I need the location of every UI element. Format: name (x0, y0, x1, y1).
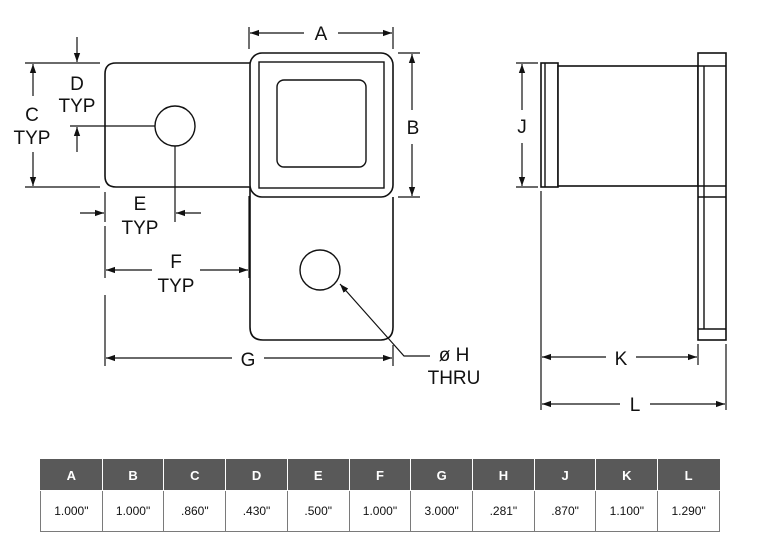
dimension-table: A B C D E F G H J K L 1.000" 1.000" .860… (40, 459, 720, 532)
value-d: .430" (225, 490, 288, 532)
dimension-table-header-row: A B C D E F G H J K L (40, 459, 720, 491)
dim-c-typ-label: TYP (14, 128, 51, 149)
dim-g-label: G (241, 350, 256, 371)
left-arm-outline (104, 62, 250, 188)
bottom-leg-outline (249, 187, 394, 341)
value-k: 1.100" (595, 490, 659, 532)
value-a: 1.000" (40, 490, 103, 532)
dimension-table-value-row: 1.000" 1.000" .860" .430" .500" 1.000" 3… (40, 490, 720, 532)
header-f: F (348, 459, 412, 491)
dim-d-typ-label: TYP (59, 96, 96, 117)
dim-a-label: A (315, 24, 328, 45)
value-j: .870" (533, 490, 597, 532)
dim-h-leader (339, 283, 430, 357)
header-h: H (472, 459, 535, 491)
value-h: .281" (472, 490, 535, 532)
header-k: K (595, 459, 659, 491)
value-b: 1.000" (101, 490, 165, 532)
square-tube-opening (276, 79, 367, 168)
dim-h-label: ø H (439, 345, 470, 366)
value-l: 1.290" (657, 490, 720, 532)
value-g: 3.000" (410, 490, 474, 532)
value-e: .500" (286, 490, 350, 532)
side-view-collar (540, 62, 559, 188)
dim-c-label: C (25, 105, 39, 126)
front-view: A B C TYP D TYP E TYP F TYP (14, 24, 481, 389)
technical-drawing: A B C TYP D TYP E TYP F TYP (14, 24, 727, 416)
bottom-leg-hole (299, 249, 341, 291)
header-c: C (163, 459, 227, 491)
header-b: B (101, 459, 165, 491)
value-c: .860" (163, 490, 227, 532)
dim-b-label: B (407, 118, 420, 139)
value-f: 1.000" (348, 490, 412, 532)
center-block-outline (249, 52, 394, 198)
dim-f-typ-label: TYP (158, 276, 195, 297)
dim-h-thru-label: THRU (428, 368, 481, 389)
header-a: A (40, 459, 103, 491)
dim-j-label: J (517, 117, 527, 138)
dim-e-label: E (134, 194, 147, 215)
center-block-inner-frame (258, 61, 385, 189)
dim-f-label: F (170, 252, 182, 273)
header-j: J (533, 459, 597, 491)
dim-e-typ-label: TYP (122, 218, 159, 239)
header-e: E (286, 459, 350, 491)
dim-k-label: K (615, 349, 628, 370)
side-view-body (557, 65, 699, 187)
header-g: G (410, 459, 474, 491)
header-l: L (657, 459, 720, 491)
header-d: D (225, 459, 288, 491)
dim-l-label: L (630, 395, 641, 416)
dim-d-label: D (70, 74, 84, 95)
side-view: J K L (516, 52, 727, 416)
